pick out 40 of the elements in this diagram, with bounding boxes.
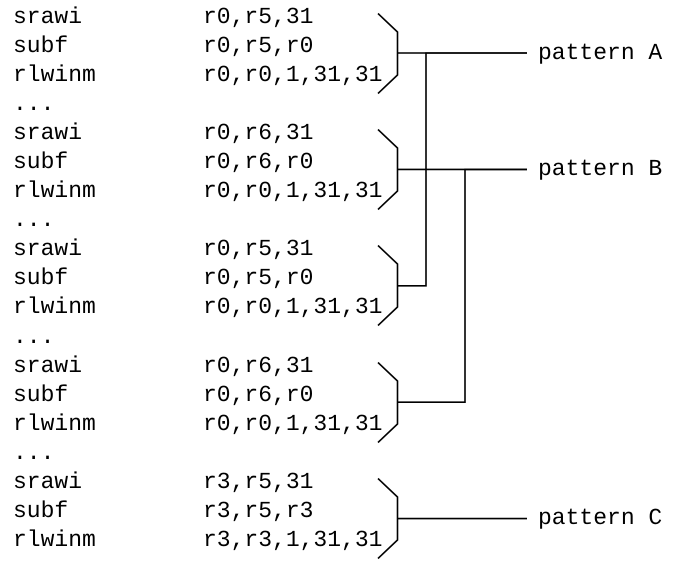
- operands-text: r0,r0,1,31,31: [203, 177, 382, 206]
- operands-text: r3,r3,1,31,31: [203, 526, 382, 556]
- operands-text: r3,r5,31: [203, 468, 314, 498]
- operands-text: r0,r6,31: [203, 118, 314, 148]
- operands-text: r0,r0,1,31,31: [203, 60, 382, 90]
- instruction-mnemonic: rlwinm: [13, 177, 96, 206]
- instruction-mnemonic: rlwinm: [13, 410, 96, 439]
- pattern-label: pattern C: [538, 504, 662, 534]
- instruction-mnemonic: subf: [13, 32, 68, 61]
- pattern-label: pattern B: [538, 154, 662, 184]
- connector-line: [398, 168, 527, 403]
- operands-text: r0,r6,r0: [203, 380, 314, 410]
- instruction-mnemonic: subf: [13, 264, 68, 294]
- ellipsis-text: ...: [13, 206, 54, 236]
- operands-text: r3,r5,r3: [203, 497, 314, 526]
- ellipsis-text: ...: [13, 439, 54, 468]
- operands-text: r0,r6,r0: [203, 148, 314, 177]
- connector-line: [397, 518, 527, 520]
- instruction-mnemonic: subf: [13, 497, 68, 526]
- instruction-mnemonic: srawi: [13, 468, 82, 498]
- operands-text: r0,r5,r0: [203, 32, 314, 61]
- ellipsis-text: ...: [13, 90, 54, 119]
- instruction-mnemonic: srawi: [13, 2, 82, 32]
- instruction-mnemonic: subf: [13, 380, 68, 410]
- operands-text: r0,r5,31: [203, 235, 314, 264]
- operands-text: r0,r6,31: [203, 352, 314, 381]
- instruction-mnemonic: srawi: [13, 352, 82, 381]
- ellipsis-text: ...: [13, 322, 54, 352]
- connector-line: [398, 52, 527, 287]
- operands-text: r0,r5,r0: [203, 264, 314, 294]
- operands-text: r0,r0,1,31,31: [203, 293, 382, 322]
- instruction-mnemonic: rlwinm: [13, 60, 96, 90]
- instruction-mnemonic: rlwinm: [13, 526, 96, 556]
- instruction-mnemonic: srawi: [13, 235, 82, 264]
- instruction-mnemonic: srawi: [13, 118, 82, 148]
- instruction-mnemonic: rlwinm: [13, 293, 96, 322]
- pattern-label: pattern A: [538, 38, 662, 68]
- instruction-mnemonic: subf: [13, 148, 68, 177]
- operands-text: r0,r5,31: [203, 2, 314, 32]
- operands-text: r0,r0,1,31,31: [203, 410, 382, 439]
